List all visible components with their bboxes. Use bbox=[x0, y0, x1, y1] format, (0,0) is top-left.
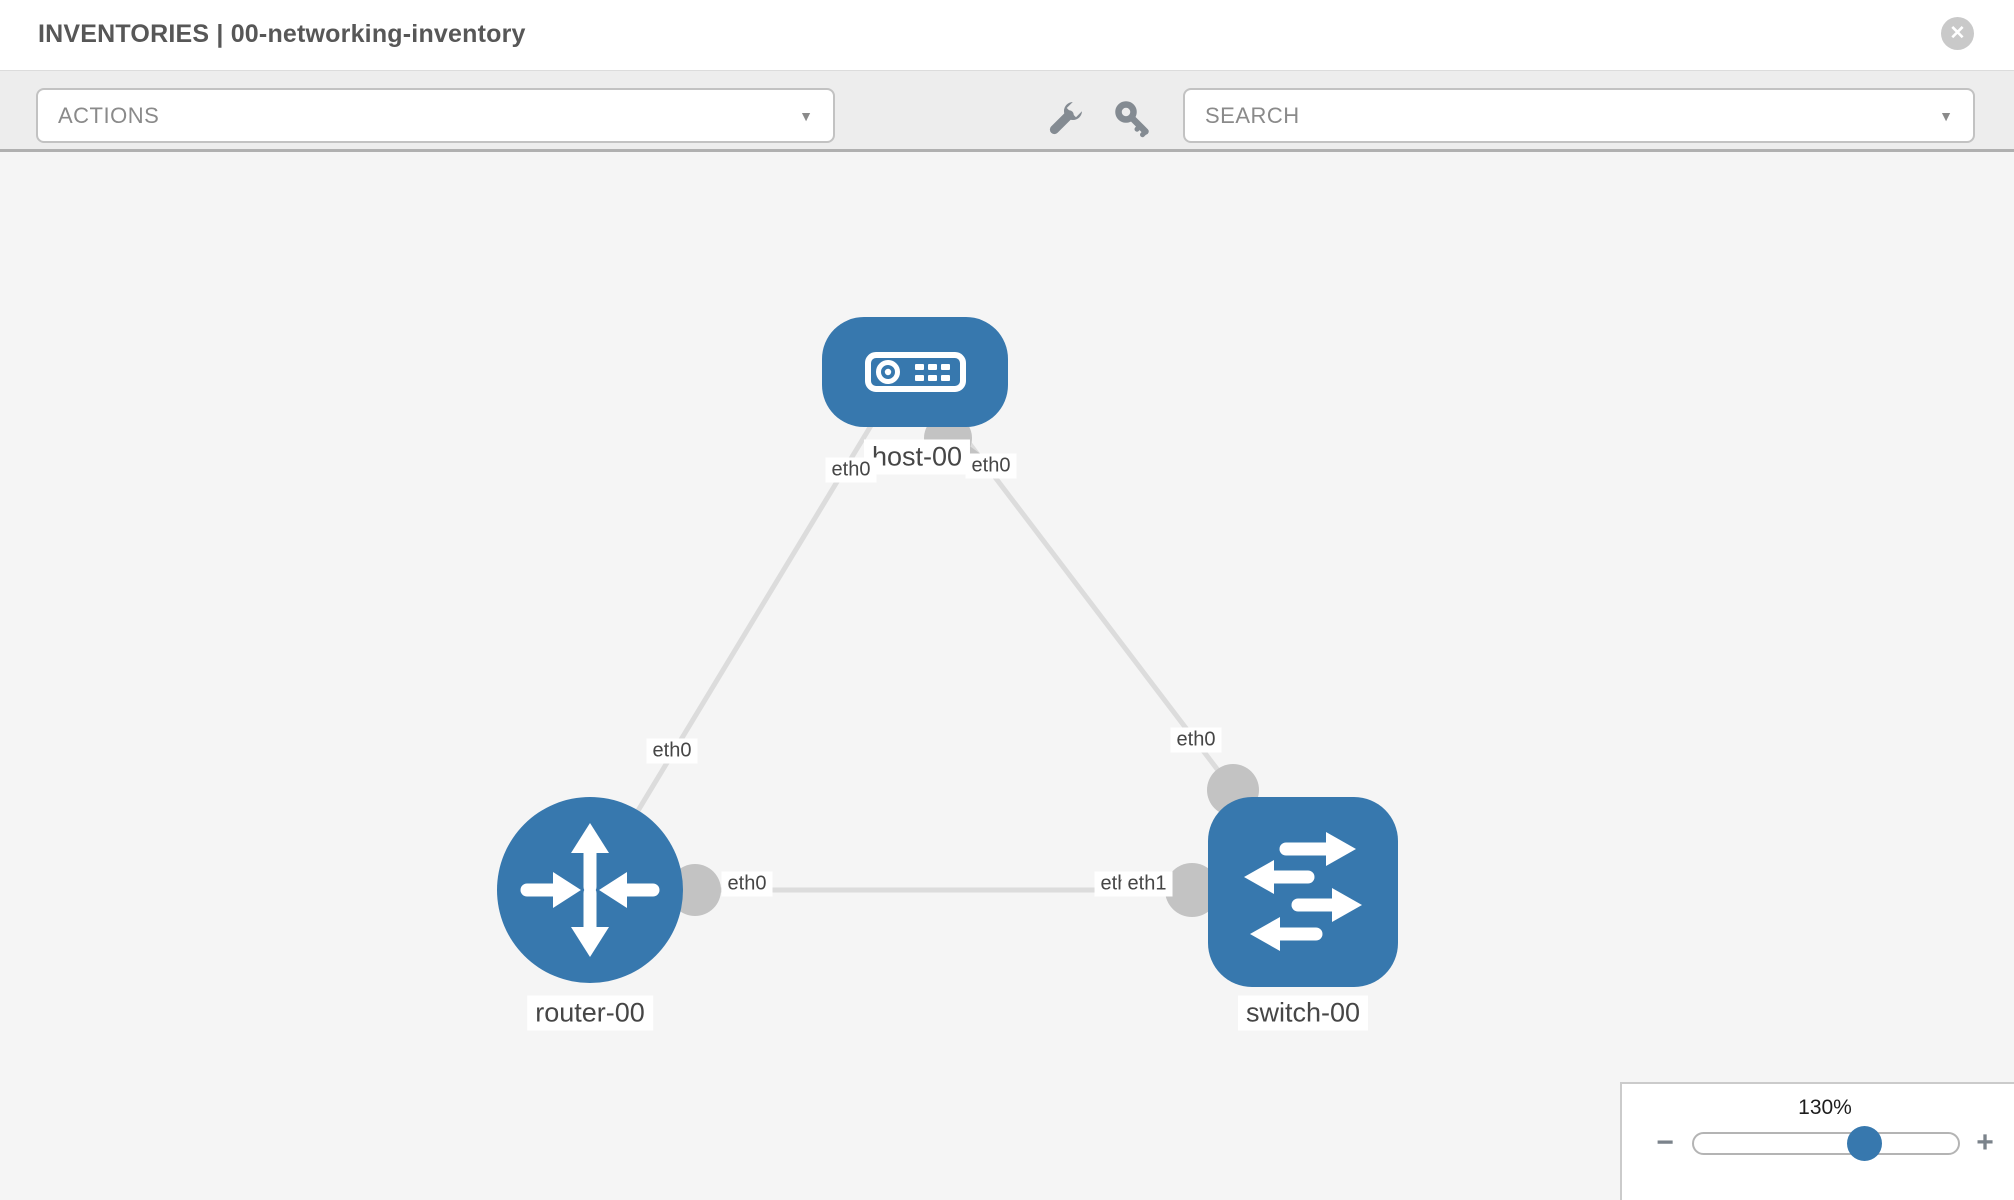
port-connector-switch-left bbox=[1165, 863, 1219, 917]
page-title: INVENTORIES | 00-networking-inventory bbox=[38, 20, 526, 48]
wrench-button[interactable] bbox=[1045, 99, 1085, 139]
zoom-slider-track[interactable] bbox=[1692, 1132, 1960, 1155]
plus-icon: + bbox=[1976, 1126, 1994, 1159]
node-label-switch: switch-00 bbox=[1237, 995, 1369, 1031]
zoom-in-button[interactable]: + bbox=[1965, 1123, 2005, 1163]
host-icon bbox=[865, 352, 966, 392]
search-dropdown[interactable]: SEARCH ▼ bbox=[1183, 88, 1975, 143]
port-label-host-eth0-left: eth0 bbox=[825, 457, 877, 483]
switch-icon bbox=[1244, 832, 1362, 951]
key-icon bbox=[1115, 101, 1149, 138]
port-label-host-eth0-right: eth0 bbox=[965, 453, 1017, 479]
header: INVENTORIES | 00-networking-inventory ✕ bbox=[0, 0, 2014, 70]
zoom-control-panel: 130% − + bbox=[1620, 1082, 2014, 1200]
actions-dropdown[interactable]: ACTIONS ▼ bbox=[36, 88, 835, 143]
actions-dropdown-label: ACTIONS bbox=[58, 102, 160, 128]
zoom-slider-thumb[interactable] bbox=[1847, 1126, 1882, 1161]
wrench-icon bbox=[1049, 102, 1082, 135]
close-icon: ✕ bbox=[1949, 23, 1966, 44]
close-button[interactable]: ✕ bbox=[1941, 17, 1974, 50]
node-host-00[interactable] bbox=[822, 317, 1008, 427]
toolbar: ACTIONS ▼ SEARCH ▼ bbox=[0, 70, 2014, 152]
node-router-00[interactable] bbox=[497, 797, 683, 983]
port-label-router-eth0-top: eth0 bbox=[646, 738, 698, 764]
chevron-down-icon: ▼ bbox=[1939, 107, 1953, 124]
port-label-switch-eth1: eth1 bbox=[1121, 871, 1173, 897]
node-label-router: router-00 bbox=[527, 995, 653, 1031]
minus-icon: − bbox=[1656, 1126, 1674, 1159]
key-button[interactable] bbox=[1113, 99, 1153, 139]
port-label-router-eth0-mid: eth0 bbox=[721, 871, 773, 897]
zoom-out-button[interactable]: − bbox=[1645, 1123, 1685, 1163]
node-label-host: host-00 bbox=[863, 439, 971, 475]
port-label-switch-eth0-top: eth0 bbox=[1170, 727, 1222, 753]
zoom-level-value: 130% bbox=[1798, 1096, 1852, 1119]
topology-canvas[interactable]: host-00 router-00 switch-00 eth0 eth0 et… bbox=[0, 152, 2014, 1200]
chevron-down-icon: ▼ bbox=[799, 107, 813, 124]
node-switch-00[interactable] bbox=[1208, 797, 1398, 987]
router-icon bbox=[520, 823, 660, 957]
topology-links-layer bbox=[587, 412, 1303, 917]
search-dropdown-label: SEARCH bbox=[1205, 102, 1300, 128]
